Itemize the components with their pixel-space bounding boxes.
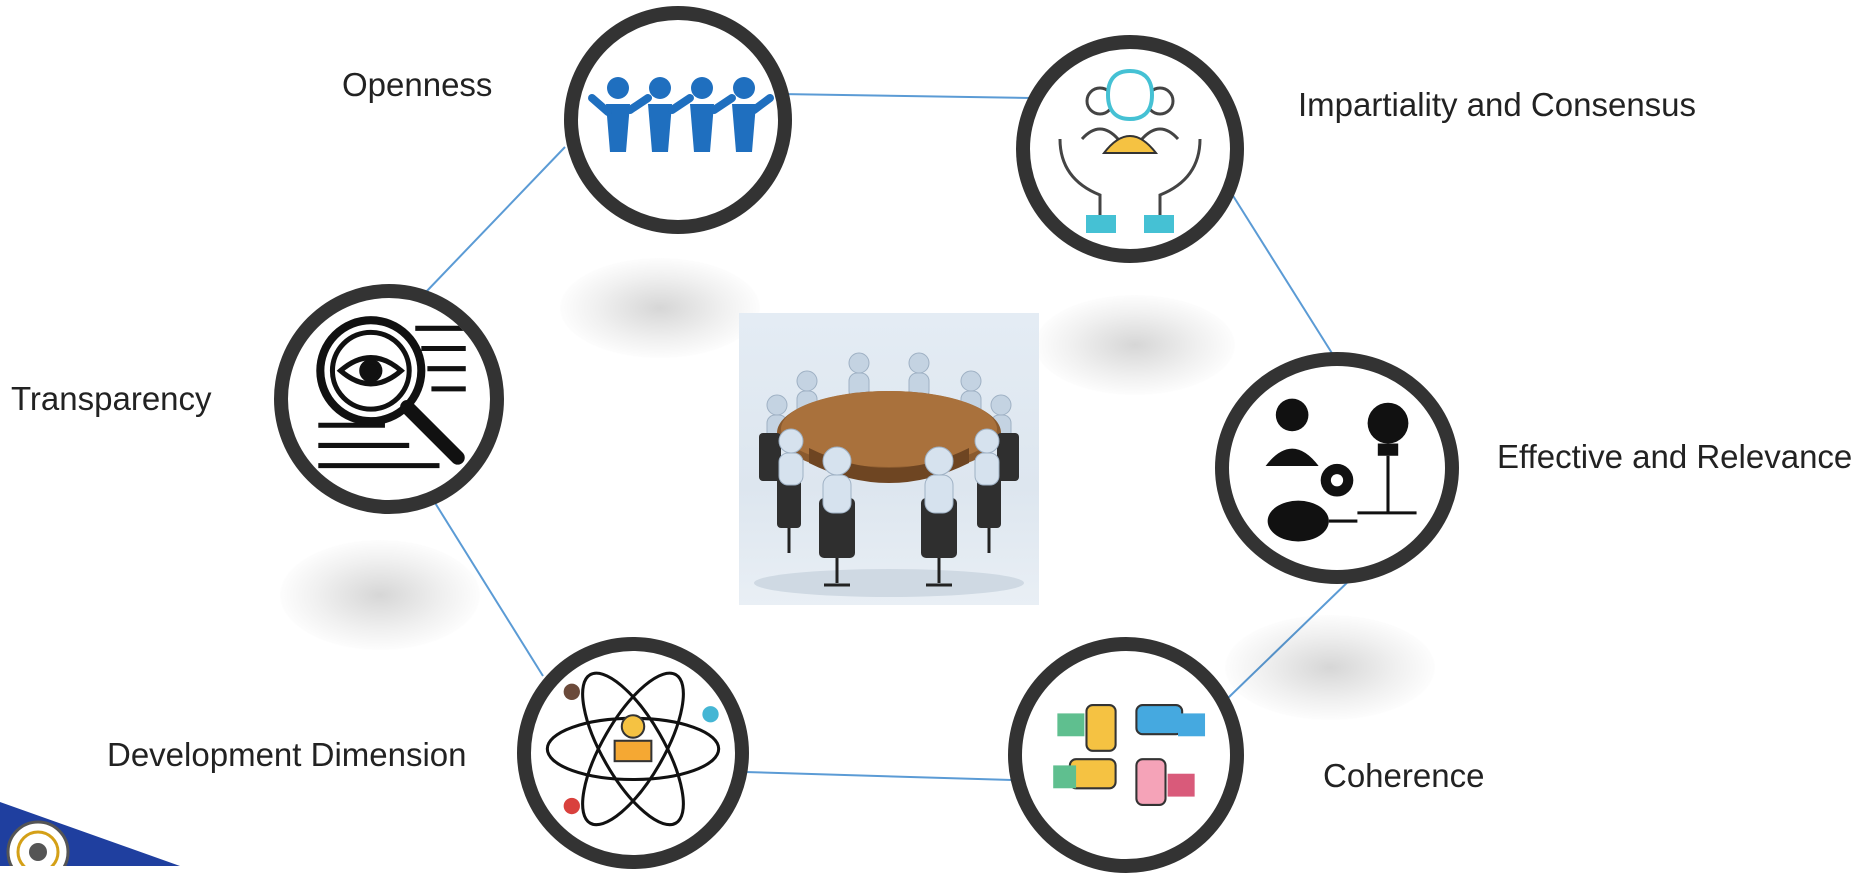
group-of-people-icon [588, 77, 774, 152]
node-label-coherence: Coherence [1323, 757, 1485, 794]
joined-hands-icon [1053, 704, 1206, 806]
round-table-meeting-image [739, 313, 1039, 605]
connector-transparency-openness [424, 146, 566, 294]
magnifier-eye-document-icon [316, 316, 466, 469]
shadow-blob [1225, 615, 1435, 720]
shadow-blob [560, 258, 760, 358]
node-label-effective: Effective and Relevance [1497, 438, 1853, 475]
node-label-transparency: Transparency [11, 380, 212, 417]
node-label-openness: Openness [342, 66, 493, 103]
connector-impartiality-effective [1224, 182, 1336, 359]
node-label-impartiality: Impartiality and Consensus [1298, 86, 1697, 123]
connector-effective-coherence [1227, 574, 1356, 699]
effective-node [1215, 352, 1459, 584]
person-gear-bulb-brain-icon [1265, 398, 1417, 542]
coherence-node [1008, 637, 1244, 873]
connector-openness-impartiality [779, 93, 1031, 99]
transparency-node [274, 284, 504, 514]
institution-logo [0, 802, 180, 866]
development-node [517, 637, 749, 869]
people-in-hands-icon [1058, 68, 1202, 233]
connector-development-transparency [431, 497, 544, 677]
shadow-blob [280, 540, 480, 650]
shadow-blob [1035, 295, 1235, 395]
atom-person-icon [545, 671, 721, 827]
node-label-development: Development Dimension [107, 736, 467, 773]
impartiality-node [1016, 35, 1244, 263]
openness-node [564, 6, 792, 234]
connector-coherence-development [744, 771, 1013, 781]
